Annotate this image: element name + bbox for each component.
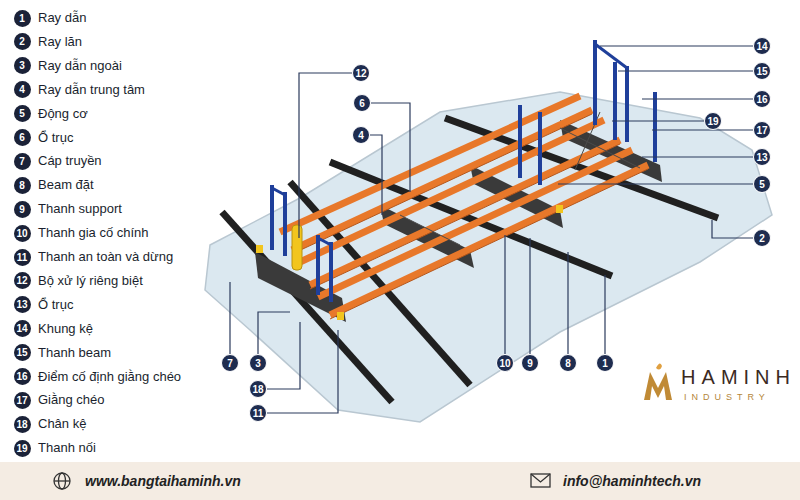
callout-number: 18 <box>14 416 31 433</box>
callout-number: 12 <box>352 64 370 82</box>
callout-number: 7 <box>221 354 239 372</box>
callout-number: 10 <box>496 354 514 372</box>
callout-number: 13 <box>14 296 31 313</box>
part-name: Khung kệ <box>38 321 93 337</box>
callout-number: 9 <box>521 354 539 372</box>
callout-number: 8 <box>14 177 31 194</box>
callout-number: 19 <box>704 112 722 130</box>
callout-number: 2 <box>753 229 771 247</box>
leader-lines <box>230 46 753 413</box>
callout-number: 4 <box>14 81 31 98</box>
corner-blocks <box>256 205 563 320</box>
logo-mark <box>644 363 672 400</box>
email-address: info@haminhtech.vn <box>563 472 701 490</box>
callout-number: 8 <box>559 354 577 372</box>
callout-number: 12 <box>14 272 31 289</box>
part-name: Ray dẫn ngoài <box>38 58 122 74</box>
callout-number: 14 <box>14 320 31 337</box>
logo-subtext: INDUSTRY <box>684 392 770 403</box>
callout-number: 1 <box>596 354 614 372</box>
beam-edges <box>292 114 648 319</box>
callout-number: 2 <box>14 33 31 50</box>
callout-number: 11 <box>14 249 31 266</box>
part-name: Chân kệ <box>38 416 86 432</box>
part-name: Thanh nối <box>38 440 96 456</box>
part-name: Thanh support <box>38 201 122 217</box>
part-name: Cáp truyền <box>38 153 102 169</box>
callout-number: 9 <box>14 201 31 218</box>
callout-number: 7 <box>14 153 31 170</box>
part-name: Ổ trục <box>38 297 73 313</box>
part-name: Thanh gia cố chính <box>38 225 149 241</box>
callout-number: 15 <box>753 62 771 80</box>
callout-number: 6 <box>353 94 371 112</box>
part-name: Bộ xử lý riêng biệt <box>38 273 143 289</box>
globe-icon <box>54 473 70 489</box>
callout-number: 10 <box>14 225 31 242</box>
processor-unit <box>292 225 302 270</box>
callout-number: 1 <box>14 10 31 27</box>
logo-text: HAMINH <box>681 366 796 388</box>
callout-number: 18 <box>249 380 267 398</box>
footer-band <box>0 462 800 500</box>
guide-rails <box>222 118 718 402</box>
orange-beams <box>280 96 648 315</box>
callout-number: 3 <box>249 354 267 372</box>
callout-number: 16 <box>14 368 31 385</box>
callout-number: 4 <box>352 126 370 144</box>
callout-number: 11 <box>249 404 267 422</box>
part-name: Ổ trục <box>38 130 73 146</box>
rack-uprights <box>272 40 655 302</box>
callout-number: 17 <box>753 121 771 139</box>
callout-number: 17 <box>14 392 31 409</box>
callout-number: 19 <box>14 440 31 457</box>
upright-caps <box>272 44 627 245</box>
callout-number: 6 <box>14 129 31 146</box>
part-name: Giằng chéo <box>38 392 105 408</box>
part-name: Ray dẫn trung tâm <box>38 82 145 98</box>
callout-number: 13 <box>753 148 771 166</box>
part-name: Ray lăn <box>38 34 82 50</box>
callout-number: 5 <box>14 105 31 122</box>
callout-number: 5 <box>753 175 771 193</box>
callout-number: 16 <box>753 90 771 108</box>
callout-number: 3 <box>14 57 31 74</box>
callout-number: 14 <box>753 37 771 55</box>
callout-number: 15 <box>14 344 31 361</box>
part-name: Beam đặt <box>38 177 94 193</box>
part-name: Ray dẫn <box>38 10 86 26</box>
part-name: Động cơ <box>38 106 88 122</box>
part-name: Điểm cố định giằng chéo <box>38 369 181 385</box>
website-url: www.bangtaihaminh.vn <box>85 472 241 490</box>
mail-icon <box>531 474 550 487</box>
part-name: Thanh an toàn và dừng <box>38 249 173 265</box>
part-name: Thanh beam <box>38 345 111 361</box>
